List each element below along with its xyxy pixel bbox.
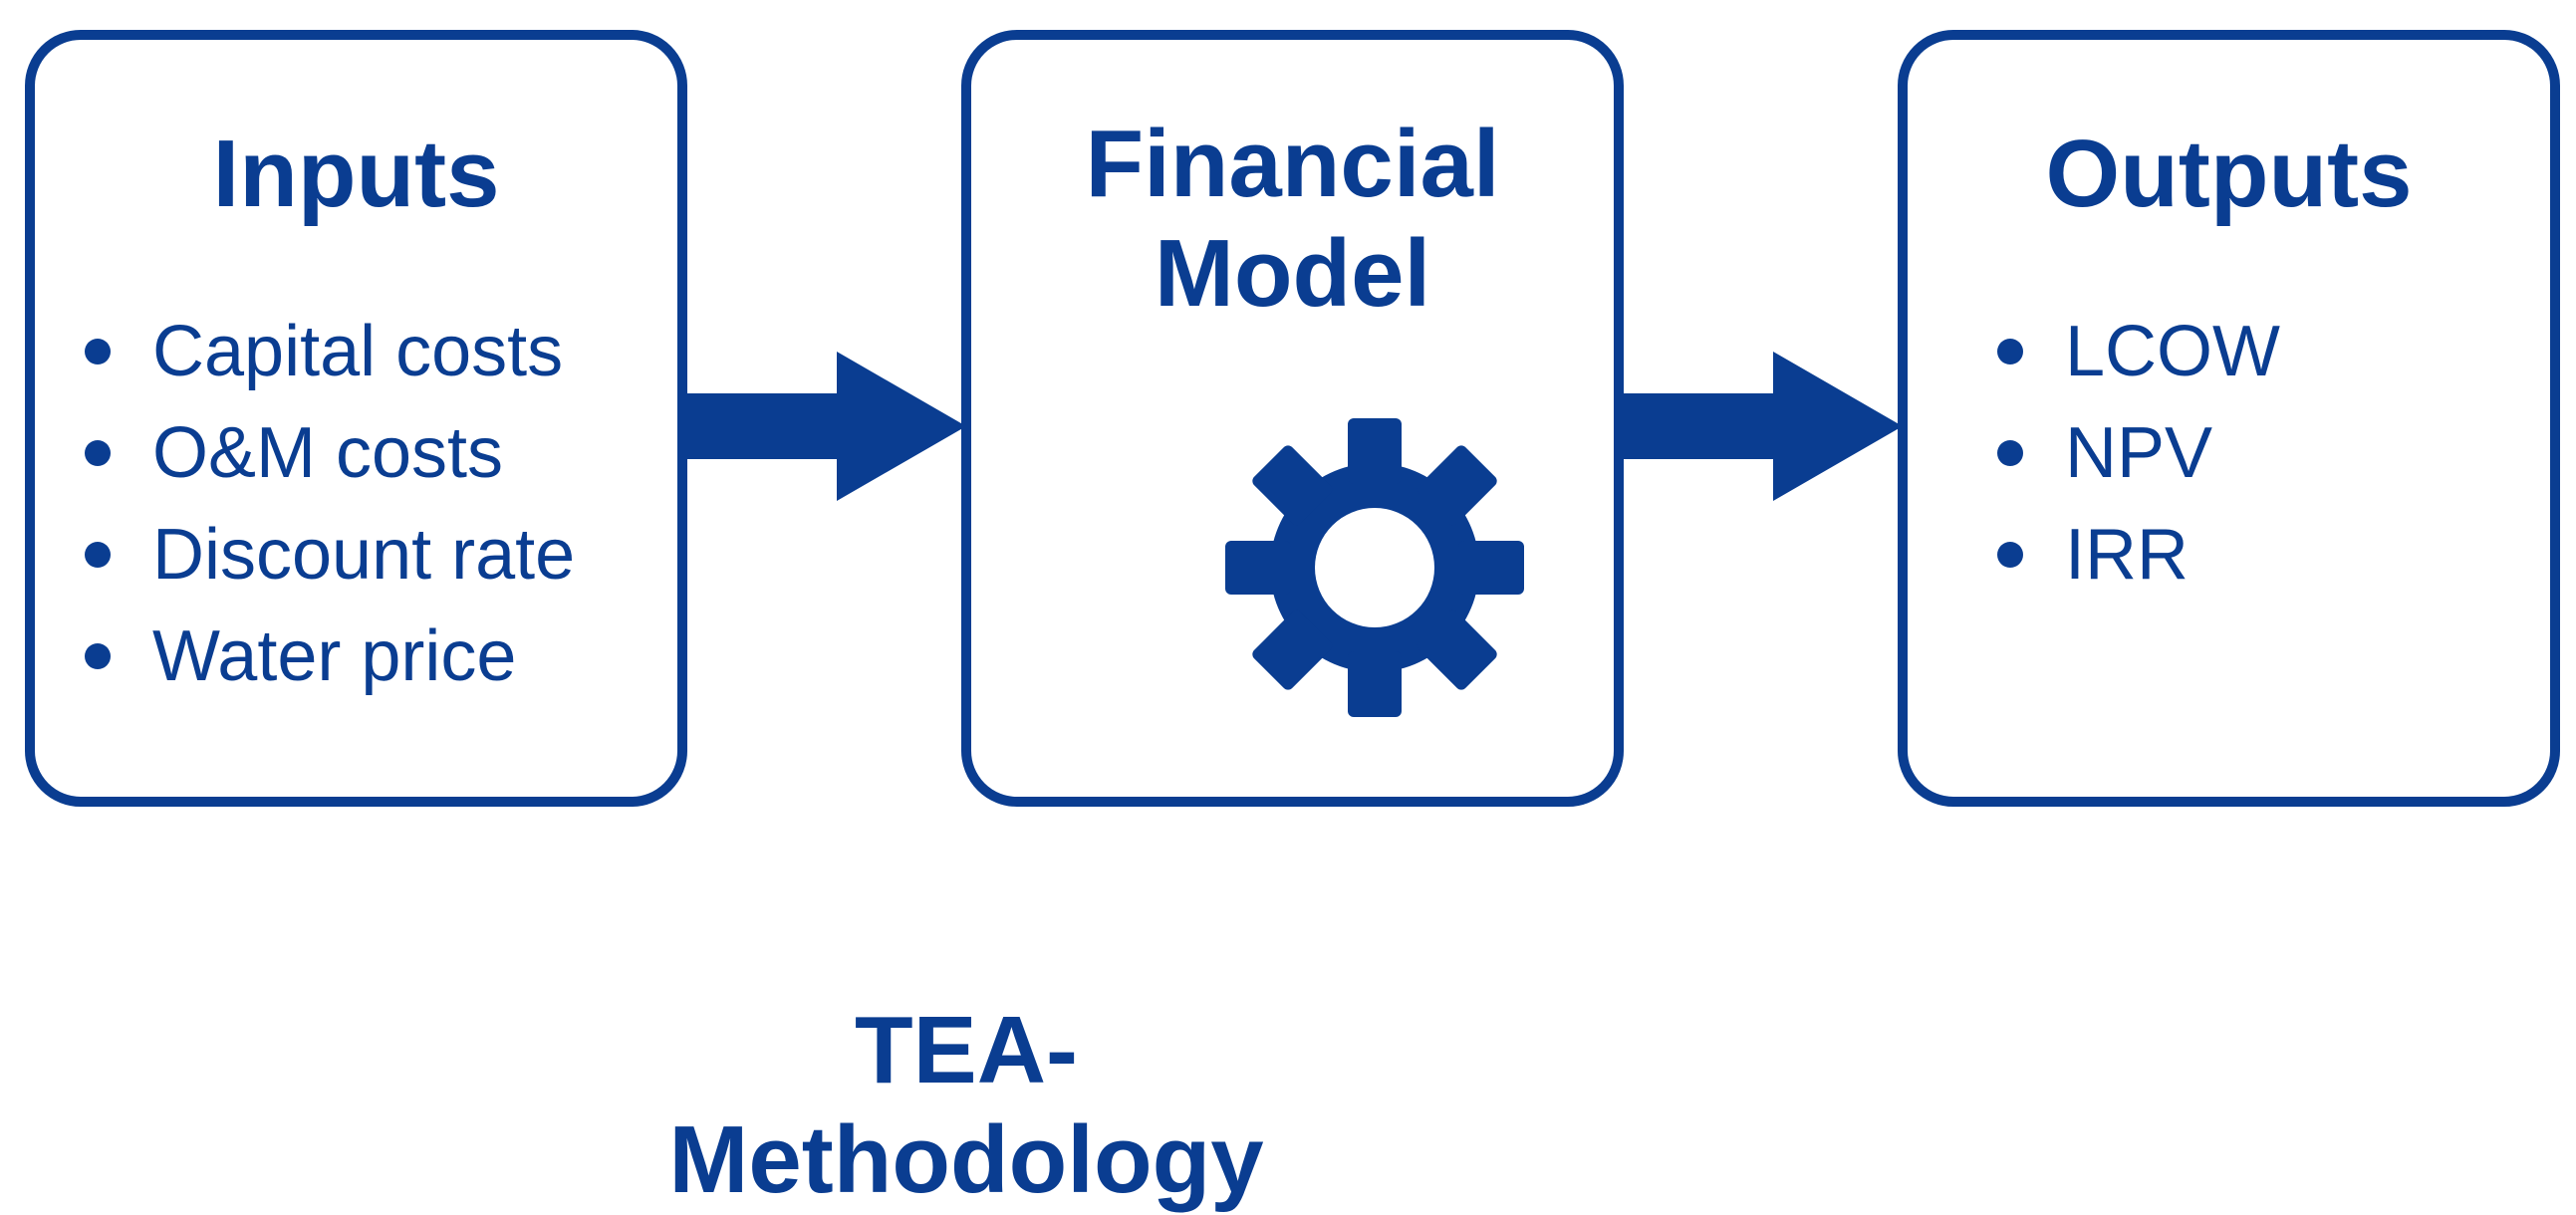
list-item-label: LCOW [2065,312,2280,391]
list-item-label: IRR [2065,515,2189,595]
bullet-icon [85,542,111,568]
outputs-title: Outputs [2045,121,2413,227]
bullet-icon [85,440,111,466]
outputs-list: LCOW NPV IRR [1997,301,2280,606]
list-item: Water price [85,606,575,707]
list-item-label: Capital costs [152,312,564,391]
outputs-box: Outputs LCOW NPV IRR [1898,30,2560,807]
bullet-icon [1997,339,2023,364]
inputs-title: Inputs [212,121,500,227]
inputs-box: Inputs Capital costs O&M costs Discount … [25,30,687,807]
list-item: Capital costs [85,301,575,402]
arrow-right-icon [682,352,966,501]
list-item-label: NPV [2065,413,2213,493]
list-item-label: Discount rate [152,515,576,595]
bullet-icon [1997,440,2023,466]
arrow-right-icon [1619,352,1903,501]
inputs-list: Capital costs O&M costs Discount rate Wa… [85,301,575,707]
list-item: O&M costs [85,402,575,504]
bullet-icon [1997,542,2023,568]
list-item: Discount rate [85,504,575,606]
bullet-icon [85,643,111,669]
list-item: NPV [1997,402,2280,504]
list-item-label: O&M costs [152,413,504,493]
diagram-caption: TEA-Methodology [668,997,1264,1213]
list-item: LCOW [1997,301,2280,402]
list-item: IRR [1997,504,2280,606]
list-item-label: Water price [152,616,517,696]
financial-model-title: Financial Model [1085,111,1500,327]
gear-icon [1225,418,1524,717]
bullet-icon [85,339,111,364]
